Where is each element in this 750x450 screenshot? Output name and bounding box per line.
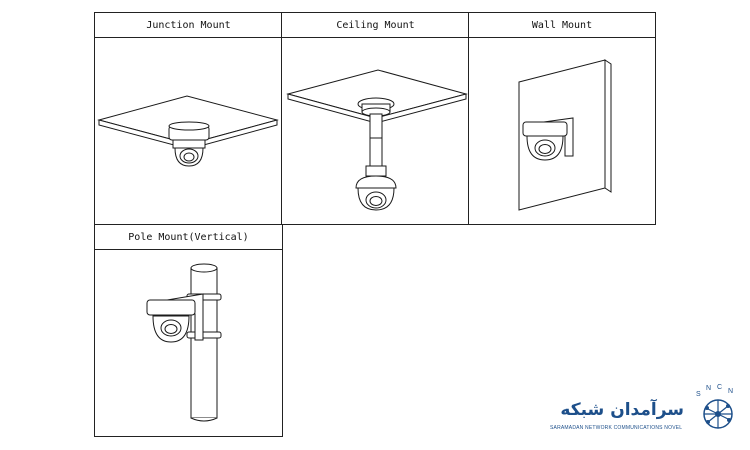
logo-letter: N bbox=[728, 388, 733, 395]
logo-tagline: SARAMADAN NETWORK COMMUNICATIONS NOVEL bbox=[550, 425, 683, 431]
logo-letter: N bbox=[706, 385, 711, 392]
ceiling-mount-drawing bbox=[286, 69, 468, 211]
panel-title: Ceiling Mount bbox=[282, 13, 469, 38]
logo-letter: S bbox=[696, 391, 701, 398]
logo-letter: C bbox=[717, 384, 722, 391]
panel-junction-mount: Junction Mount bbox=[94, 12, 283, 225]
panel-wall-mount: Wall Mount bbox=[468, 12, 656, 225]
company-logo: سرآمدان شبکه SARAMADAN NETWORK COMMUNICA… bbox=[548, 380, 748, 440]
panel-ceiling-mount: Ceiling Mount bbox=[281, 12, 470, 225]
logo-name: سرآمدان شبکه bbox=[560, 400, 684, 420]
wall-mount-drawing bbox=[518, 59, 612, 211]
panel-pole-mount-vertical: Pole Mount(Vertical) bbox=[94, 224, 283, 437]
logo-globe-icon: S N C N bbox=[696, 384, 733, 429]
panel-title: Pole Mount(Vertical) bbox=[95, 225, 282, 250]
pole-mount-drawing bbox=[146, 263, 222, 422]
junction-mount-drawing bbox=[97, 95, 279, 167]
panel-title: Junction Mount bbox=[95, 13, 282, 38]
panel-title: Wall Mount bbox=[469, 13, 655, 38]
